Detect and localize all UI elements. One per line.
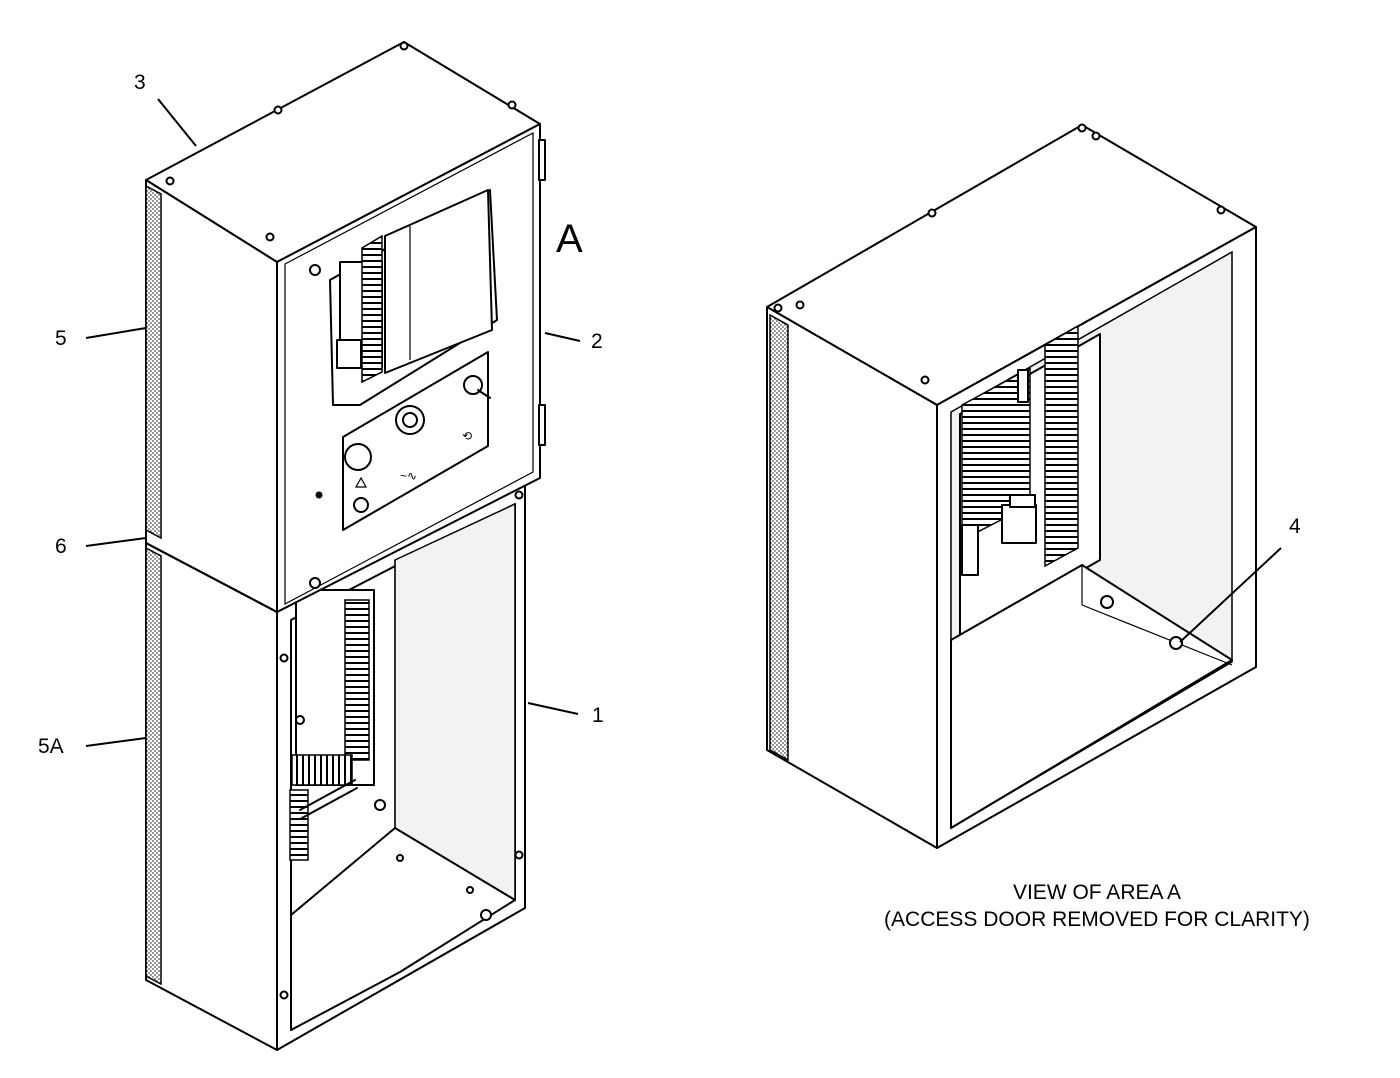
detail-view-area-a: 4 VIEW OF AREA A (ACCESS DOOR REMOVED FO…	[766, 123, 1310, 931]
callout-4: 4	[1289, 515, 1301, 538]
callout-5a: 5A	[38, 735, 64, 758]
upper-enclosure: ~∿ ⟲	[145, 41, 546, 613]
callout-6: 6	[55, 535, 67, 558]
leader-2	[544, 332, 581, 342]
dial-symbol-icon: ~∿	[400, 469, 417, 483]
callout-1: 1	[592, 704, 604, 727]
callout-3: 3	[134, 71, 146, 94]
caption-line-2: (ACCESS DOOR REMOVED FOR CLARITY)	[884, 908, 1310, 931]
callout-2: 2	[591, 330, 603, 353]
leader-6	[85, 537, 147, 547]
caption-line-1: VIEW OF AREA A	[1013, 881, 1181, 904]
callout-5: 5	[55, 327, 67, 350]
enclosure-assembly: ~∿ ⟲ 3 5 2 6 5A 1 A	[38, 41, 604, 1051]
lower-enclosure	[145, 483, 526, 1051]
leader-3	[157, 98, 197, 147]
leader-4	[1179, 547, 1282, 643]
leader-5	[85, 327, 147, 339]
speed-symbol-icon: ⟲	[462, 429, 472, 443]
leader-5a	[85, 737, 147, 747]
leader-1	[527, 702, 579, 715]
area-a-label: A	[556, 217, 583, 261]
